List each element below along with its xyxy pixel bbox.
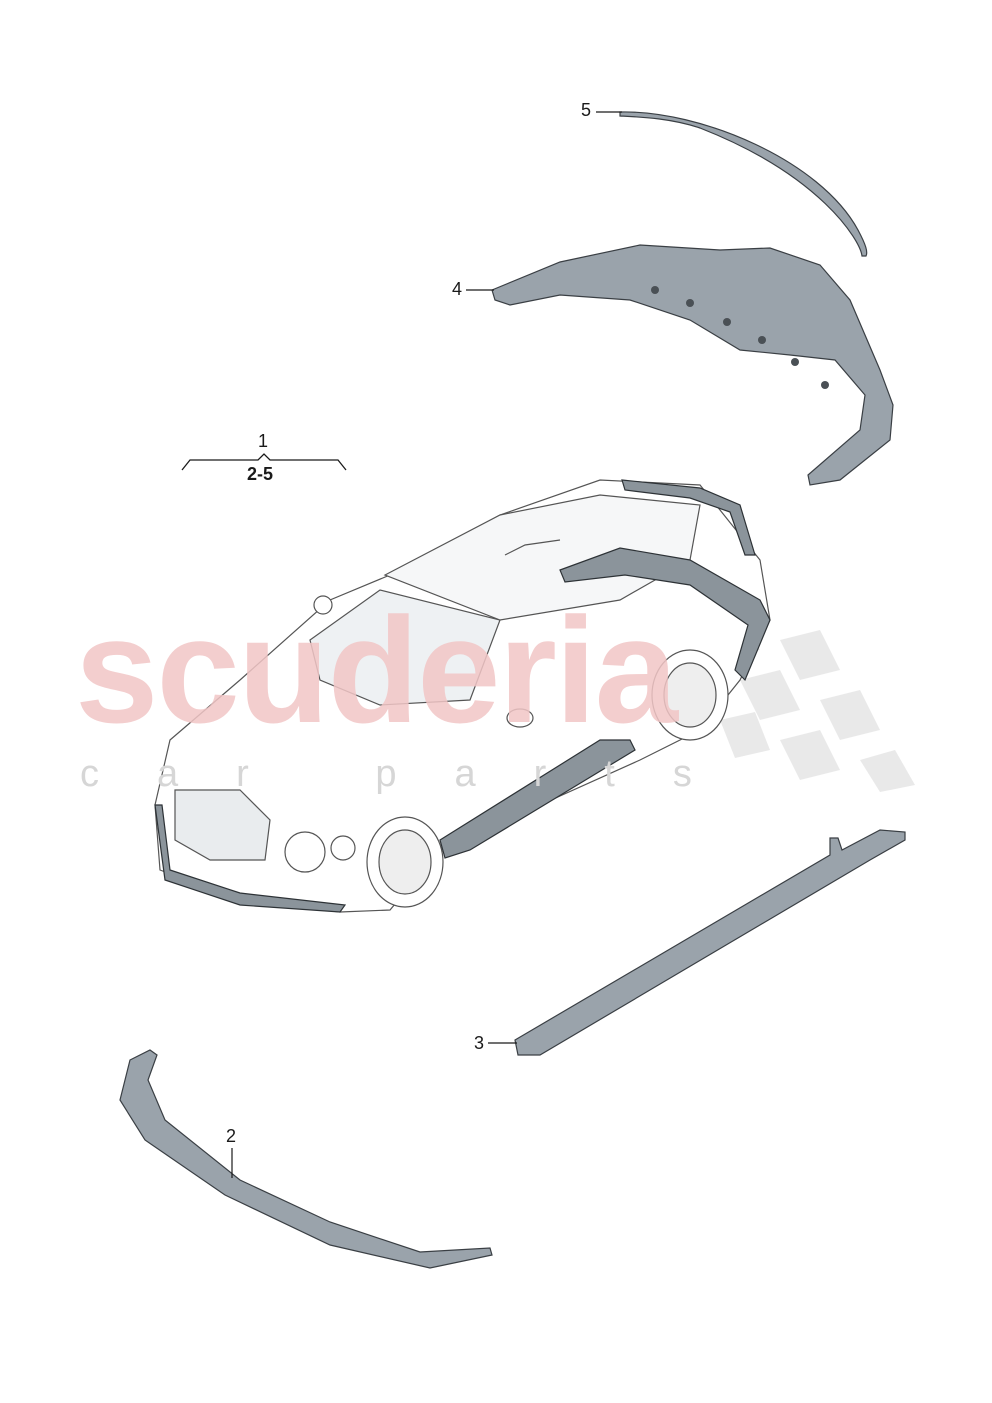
leader-lines	[231, 111, 622, 1178]
callout-4: 4	[452, 279, 463, 299]
callout-assembly-range: 2-5	[247, 464, 274, 484]
callout-3: 3	[474, 1033, 485, 1053]
callout-5: 5	[581, 100, 592, 120]
part-front-spoiler	[119, 1049, 493, 1269]
assembly-bracket	[181, 453, 347, 471]
callout-1: 1	[258, 431, 269, 451]
part-rear-diffuser	[491, 244, 894, 486]
car-highlighted-parts	[154, 479, 771, 913]
part-side-sill	[514, 829, 906, 1056]
callout-2: 2	[226, 1126, 237, 1146]
part-rear-spoiler-lip	[619, 111, 868, 257]
